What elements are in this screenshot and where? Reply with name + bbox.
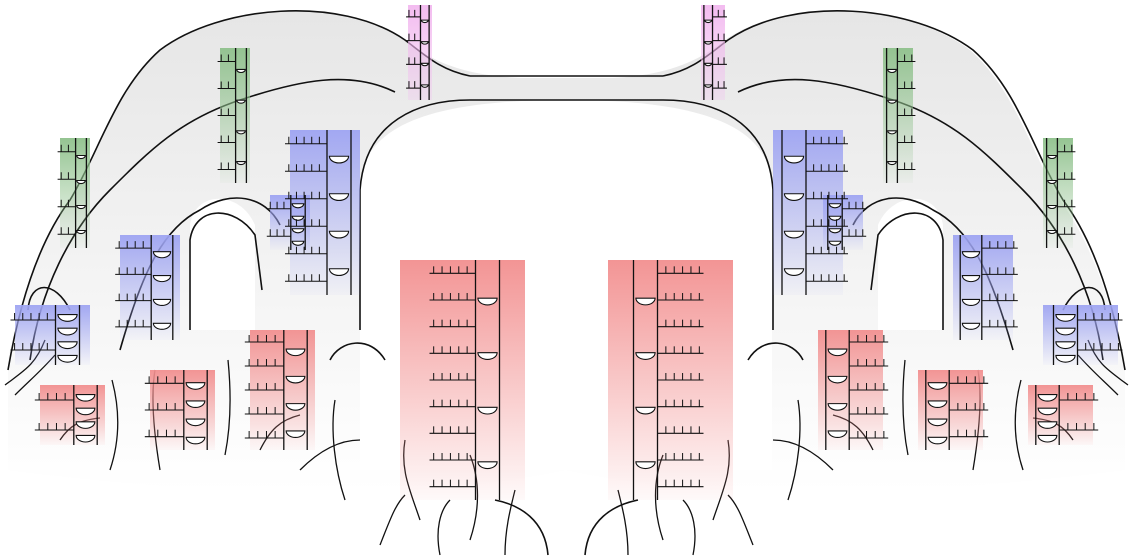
cup-marker	[1048, 181, 1057, 184]
cup-marker	[77, 156, 86, 159]
cup-marker	[888, 69, 897, 72]
block-red-right-10	[1028, 385, 1093, 445]
block-red-left-10	[40, 385, 105, 445]
cup-marker	[829, 241, 841, 245]
cup-marker	[421, 63, 428, 65]
cup-marker	[237, 100, 246, 103]
cup-marker	[237, 162, 246, 165]
cup-marker	[888, 162, 897, 165]
block-magenta-right-0	[701, 5, 725, 100]
cup-marker	[77, 181, 86, 184]
cup-marker	[237, 69, 246, 72]
cup-marker	[705, 20, 712, 22]
cup-marker	[829, 229, 841, 233]
cup-marker	[292, 204, 304, 208]
cup-marker	[705, 42, 712, 44]
block-magenta-left-0	[408, 5, 432, 100]
cup-marker	[292, 216, 304, 220]
block-green-right-2	[1043, 138, 1073, 248]
block-blue-left-5	[120, 235, 180, 340]
cup-marker	[829, 204, 841, 208]
cup-marker	[77, 231, 86, 234]
cup-marker	[292, 229, 304, 233]
cup-marker	[1048, 206, 1057, 209]
cup-marker	[1048, 156, 1057, 159]
cup-marker	[237, 131, 246, 134]
block-blue-right-6	[1043, 305, 1118, 365]
cup-marker	[705, 85, 712, 87]
cup-marker	[888, 131, 897, 134]
block-blue-right-5	[953, 235, 1013, 340]
cup-marker	[421, 85, 428, 87]
block-fill	[1043, 305, 1118, 365]
cup-marker	[421, 42, 428, 44]
cup-marker	[829, 216, 841, 220]
block-fill	[15, 305, 90, 365]
cup-marker	[1048, 231, 1057, 234]
cup-marker	[705, 63, 712, 65]
cup-marker	[77, 206, 86, 209]
cup-marker	[292, 241, 304, 245]
block-green-left-2	[60, 138, 90, 248]
block-blue-left-6	[15, 305, 90, 365]
cup-marker	[888, 100, 897, 103]
cup-marker	[421, 20, 428, 22]
